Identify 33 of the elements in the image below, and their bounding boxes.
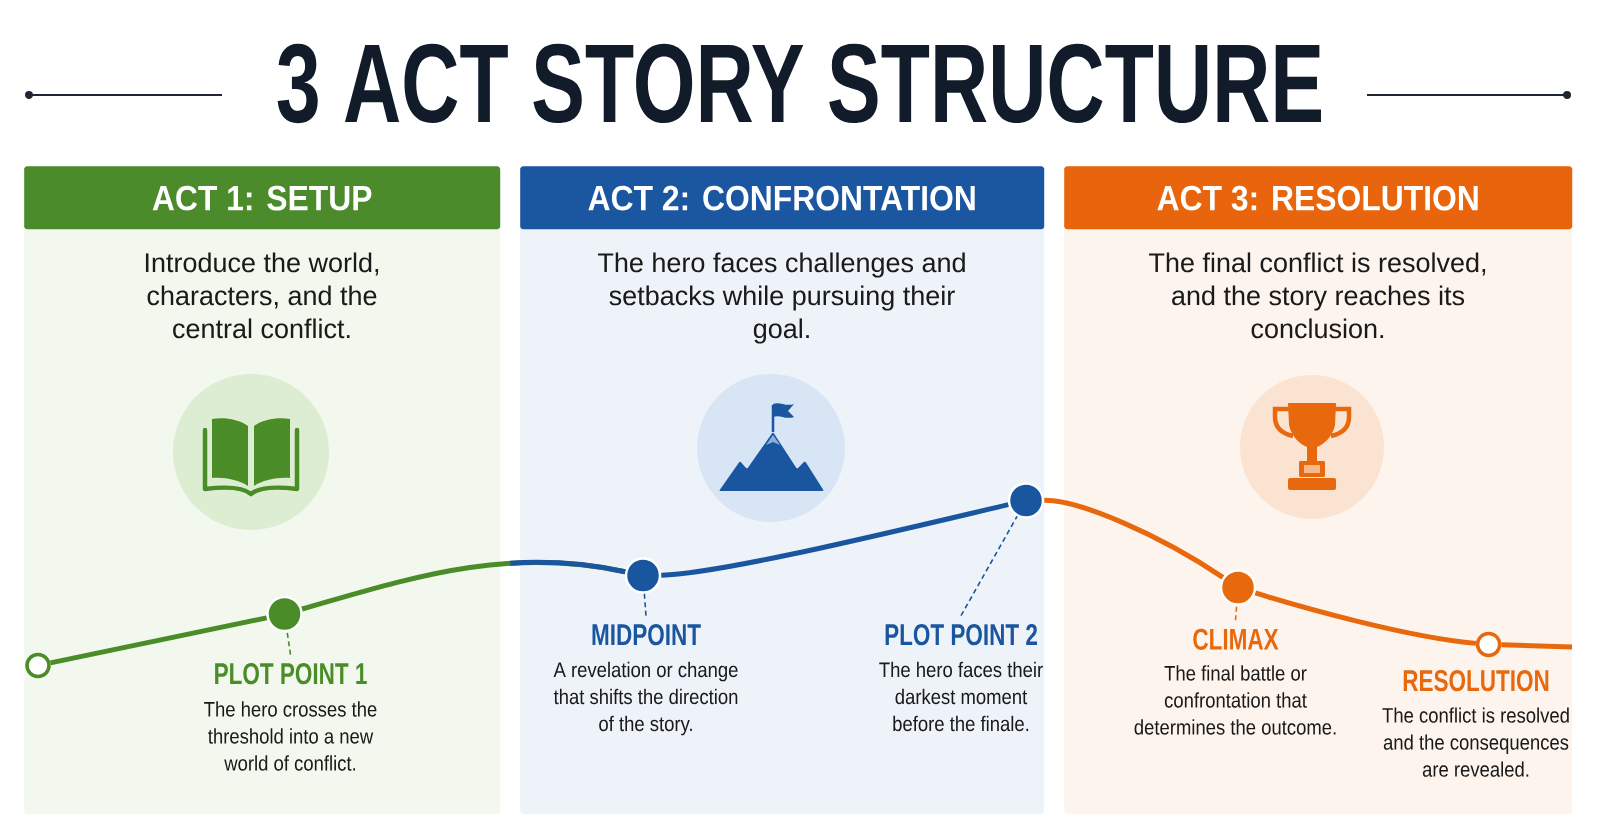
leader-line <box>643 592 647 617</box>
plot-point-dot <box>1219 569 1257 606</box>
point-heading: RESOLUTION <box>1403 670 1549 692</box>
point-heading: PLOT POINT 2 <box>885 624 1037 646</box>
title: 3 ACT STORY STRUCTURE <box>277 43 1321 124</box>
point-description: The conflict is resolved and the consequences are revealed. <box>1382 707 1569 777</box>
story-arc-line <box>1254 590 1477 646</box>
description-text: The final conflict is resolved, and the story reaches its conclusion. <box>1149 252 1486 339</box>
endpoint-circle <box>1475 631 1502 658</box>
point-description: The final battle or confrontation that determines the outcome. <box>1134 665 1336 735</box>
plot-point-dot <box>1007 482 1045 519</box>
point-description: The hero crosses the threshold into a new world of conflict. <box>204 701 377 771</box>
point-heading: CLIMAX <box>1193 628 1279 650</box>
leader-line <box>1234 604 1238 622</box>
story-arc-line <box>301 559 626 612</box>
story-arc-line <box>1501 642 1573 650</box>
header-band: ACT 3: RESOLUTION <box>1064 166 1573 230</box>
point-description: The hero faces their darkest moment before the finale. <box>879 661 1043 732</box>
leader-line <box>286 631 292 656</box>
point-heading: PLOT POINT 1 <box>215 663 367 685</box>
point-heading: MIDPOINT <box>592 624 701 646</box>
plot-point-dot <box>266 595 303 633</box>
story-arc-line <box>49 615 268 666</box>
leader-line <box>960 515 1018 617</box>
header-band: ACT 2: CONFRONTATION <box>520 166 1045 230</box>
story-arc-line <box>661 502 1009 578</box>
point-description: A revelation or change that shifts the direction of the story. <box>553 661 738 736</box>
plot-point-dot <box>624 557 662 594</box>
story-arc-line <box>1044 497 1225 580</box>
description-text: The hero faces challenges and setbacks while pursuing their goal. <box>598 252 965 344</box>
description-text: Introduce the world, characters, and the central conflict. <box>145 252 379 339</box>
header-band: ACT 1: SETUP <box>24 166 501 230</box>
endpoint-circle <box>25 652 51 679</box>
